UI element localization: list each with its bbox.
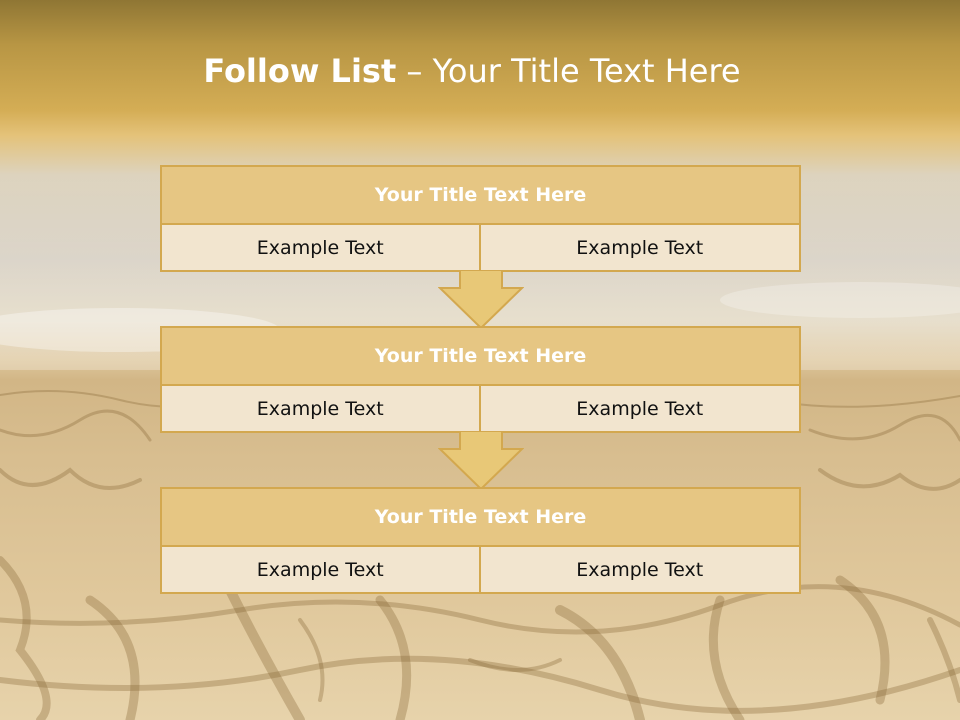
block-left-text: Example Text — [162, 547, 481, 592]
list-block-3: Your Title Text Here Example Text Exampl… — [160, 487, 801, 594]
block-right-text: Example Text — [576, 236, 704, 259]
block-title: Your Title Text Here — [162, 167, 799, 225]
slide-title-rest: – Your Title Text Here — [396, 52, 741, 90]
list-block-2: Your Title Text Here Example Text Exampl… — [160, 326, 801, 433]
slide-title-bold: Follow List — [203, 52, 397, 90]
down-arrow-icon — [438, 431, 524, 491]
block-left-text: Example Text — [162, 386, 481, 431]
block-right-text: Example Text — [576, 397, 704, 420]
block-left-text: Example Text — [162, 225, 481, 270]
block-right-text: Example Text — [576, 558, 704, 581]
down-arrow-icon — [438, 270, 524, 330]
block-title: Your Title Text Here — [162, 489, 799, 547]
block-title: Your Title Text Here — [162, 328, 799, 386]
list-block-1: Your Title Text Here Example Text Exampl… — [160, 165, 801, 272]
slide-title: Follow List – Your Title Text Here — [0, 52, 944, 90]
